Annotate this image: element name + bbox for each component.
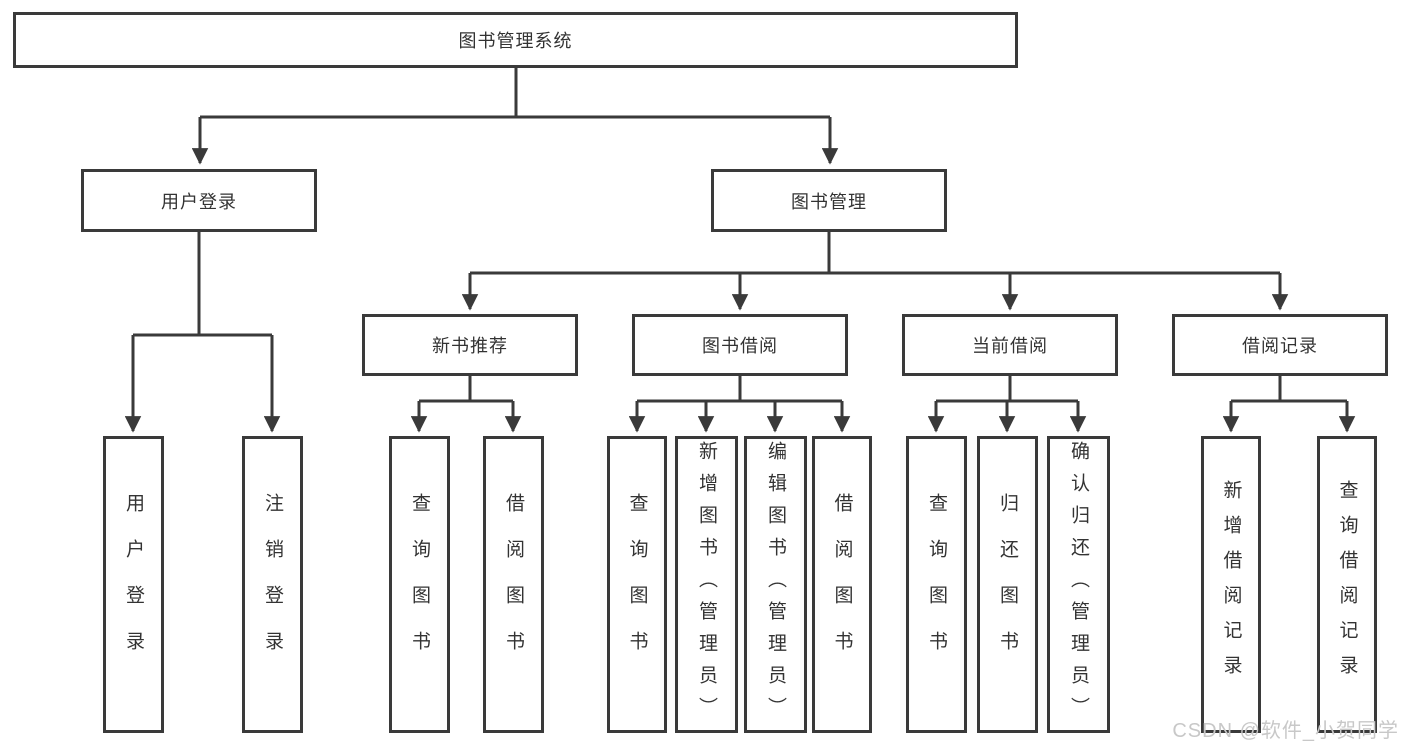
node-label: 借阅图书 — [503, 492, 524, 677]
leaf-edit-books-admin: 编辑图书（管理员） — [744, 436, 807, 733]
leaf-query-books-current: 查询图书 — [906, 436, 967, 733]
leaf-confirm-return-admin: 确认归还（管理员） — [1047, 436, 1110, 733]
leaf-user-login: 用户登录 — [103, 436, 164, 733]
node-label: 图书借阅 — [702, 336, 778, 356]
leaf-add-borrow-record: 新增借阅记录 — [1201, 436, 1261, 733]
node-label: 查询借阅记录 — [1336, 479, 1358, 690]
node-label: 注销登录 — [262, 492, 283, 677]
node-book-borrowing: 图书借阅 — [632, 314, 848, 376]
node-label: 借阅记录 — [1242, 336, 1318, 356]
leaf-borrow-books-borrowing: 借阅图书 — [812, 436, 872, 733]
node-label: 用户登录 — [123, 492, 144, 677]
node-label: 图书管理系统 — [458, 31, 573, 51]
node-label: 编辑图书（管理员） — [765, 440, 786, 729]
node-label: 确认归还（管理员） — [1068, 440, 1089, 729]
node-label: 新书推荐 — [432, 336, 508, 356]
node-borrowing-records: 借阅记录 — [1172, 314, 1388, 376]
leaf-return-books: 归还图书 — [977, 436, 1038, 733]
leaf-query-books-recommend: 查询图书 — [389, 436, 450, 733]
node-label: 查询图书 — [409, 492, 430, 677]
node-user-login: 用户登录 — [81, 169, 317, 232]
node-new-book-recommendation: 新书推荐 — [362, 314, 578, 376]
leaf-borrow-books-recommend: 借阅图书 — [483, 436, 544, 733]
leaf-add-books-admin: 新增图书（管理员） — [675, 436, 738, 733]
node-label: 借阅图书 — [831, 492, 853, 677]
node-label: 用户登录 — [161, 191, 237, 212]
node-book-management: 图书管理 — [711, 169, 947, 232]
node-label: 查询图书 — [926, 492, 947, 677]
node-label: 查询图书 — [626, 492, 648, 677]
leaf-query-borrow-record: 查询借阅记录 — [1317, 436, 1377, 733]
node-label: 归还图书 — [997, 492, 1018, 677]
leaf-logout: 注销登录 — [242, 436, 303, 733]
leaf-query-books-borrowing: 查询图书 — [607, 436, 667, 733]
node-label: 图书管理 — [791, 191, 867, 212]
node-library-management-system: 图书管理系统 — [13, 12, 1018, 68]
node-label: 当前借阅 — [972, 336, 1048, 356]
node-current-borrowing: 当前借阅 — [902, 314, 1118, 376]
csdn-watermark: CSDN @软件_小贺同学 — [1172, 720, 1399, 742]
node-label: 新增借阅记录 — [1220, 479, 1242, 690]
node-label: 新增图书（管理员） — [696, 440, 717, 729]
